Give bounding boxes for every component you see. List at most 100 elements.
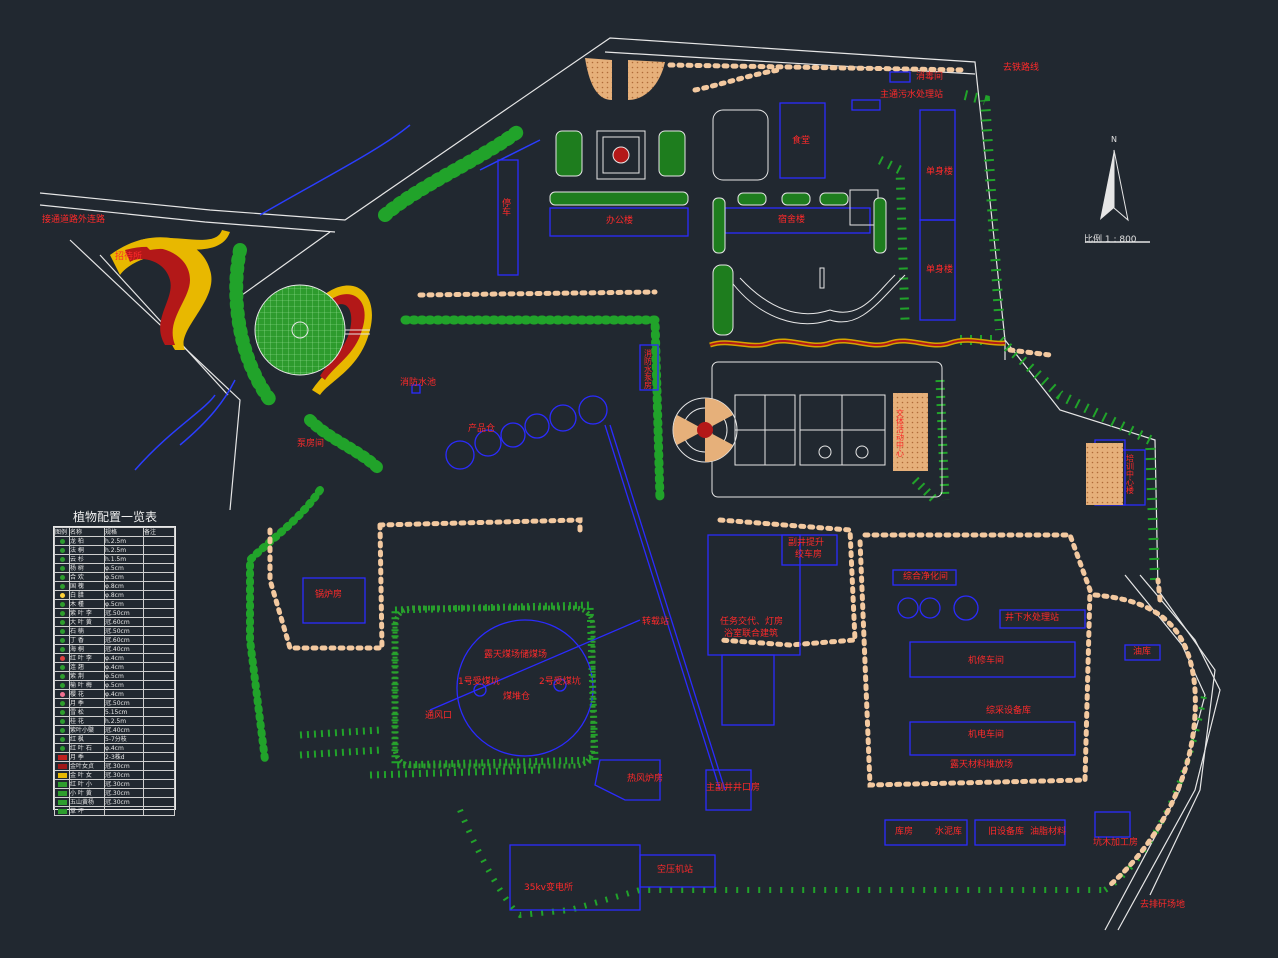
legend-plant-note	[143, 617, 175, 627]
legend-plant-name: 五山黄杨	[69, 797, 105, 807]
fountain-segments	[673, 398, 733, 462]
legend-plant-note	[143, 536, 175, 546]
legend-swatch-icon	[59, 673, 65, 679]
legend-swatch-icon	[59, 655, 65, 661]
legend-swatch-icon	[59, 646, 65, 652]
legend-swatch-icon	[59, 592, 65, 598]
building-repair-shop-2	[909, 721, 1076, 756]
legend-plant-name: 榆 叶 梅	[69, 680, 105, 690]
legend-symbol	[54, 770, 70, 780]
legend-plant-name: 石 楠	[69, 626, 105, 636]
legend-plant-name: 金 叶 女	[69, 770, 105, 780]
legend-symbol	[54, 671, 70, 681]
legend-swatch-icon	[59, 583, 65, 589]
legend-row: 紫 叶 李冠.50cm	[54, 608, 175, 618]
legend-plant-name: 樱 花	[69, 689, 105, 699]
legend-symbol	[54, 590, 70, 600]
legend-plant-name: 杨 树	[69, 563, 105, 573]
legend-plant-spec: 冠.30cm	[104, 788, 144, 798]
legend-plant-spec: φ.4cm	[104, 662, 144, 672]
label-air-vent: 通风口	[425, 711, 453, 721]
legend-row: 大 叶 黄冠.60cm	[54, 617, 175, 627]
label-entrance-road: 接通道路外连路	[42, 215, 106, 225]
building-heat-pump	[594, 759, 661, 801]
gym-building	[893, 393, 928, 471]
label-gym: 文体活动中心	[896, 409, 904, 458]
legend-header-spec: 规格	[104, 527, 144, 537]
legend-swatch-icon	[59, 745, 65, 751]
legend-plant-name: 金叶女贞	[69, 761, 105, 771]
legend-plant-spec: φ.4cm	[104, 743, 144, 753]
legend-plant-name: 国 槐	[69, 581, 105, 591]
label-single-dorm-2: 单身楼	[926, 265, 954, 275]
building-task-office	[707, 534, 801, 656]
legend-plant-name: 草 坪	[69, 806, 105, 816]
building-mine-mgmt	[781, 534, 838, 566]
legend-plant-note	[143, 689, 175, 699]
legend-symbol	[54, 716, 70, 726]
legend-plant-name: 合 欢	[69, 572, 105, 582]
legend-symbol	[54, 617, 70, 627]
label-pump-house: 消防水泵房	[644, 349, 652, 390]
legend-symbol	[54, 779, 70, 789]
legend-row: 海 桐冠.40cm	[54, 644, 175, 654]
building-underground-water	[999, 609, 1086, 629]
legend-plant-note	[143, 662, 175, 672]
label-conveyor-2: 2号受煤坑	[539, 677, 581, 687]
legend-plant-note	[143, 590, 175, 600]
label-gas-station: 油库	[1133, 647, 1152, 657]
label-conveyor-1: 1号受煤坑	[458, 677, 500, 687]
legend-swatch-icon	[57, 772, 67, 778]
legend-row: 月 季冠.50cm	[54, 698, 175, 708]
label-product-pond: 产品仓	[468, 424, 496, 434]
legend-row: 红 叶 小冠.30cm	[54, 779, 175, 789]
legend-row: 金 叶 女冠.30cm	[54, 770, 175, 780]
legend-plant-spec: h.2.5m	[104, 545, 144, 555]
legend-plant-spec: φ.5cm	[104, 680, 144, 690]
legend-symbol	[54, 662, 70, 672]
legend-swatch-icon	[57, 790, 67, 796]
legend-symbol	[54, 599, 70, 609]
legend-plant-spec: h.2.5m	[104, 716, 144, 726]
legend-plant-name: 红 枫	[69, 734, 105, 744]
legend-swatch-icon	[59, 547, 65, 553]
legend-row: 五山黄杨冠.30cm	[54, 797, 175, 807]
label-coal-pile: 煤堆仓	[503, 692, 531, 702]
legend-plant-name: 连 翘	[69, 662, 105, 672]
legend-plant-spec	[104, 806, 144, 816]
legend-swatch-icon	[59, 700, 65, 706]
legend-symbol	[54, 644, 70, 654]
legend-symbol	[54, 554, 70, 564]
legend-plant-name: 桂 花	[69, 716, 105, 726]
legend-plant-note	[143, 725, 175, 735]
label-equipment: 综采设备库	[986, 706, 1032, 716]
label-task-office-2: 浴室联合建筑	[724, 629, 779, 639]
legend-row: 草 坪	[54, 806, 175, 816]
building-oil	[1124, 644, 1161, 661]
legend-plant-spec: 2-3株d	[104, 752, 144, 762]
legend-plant-spec: φ.8cm	[104, 581, 144, 591]
legend-title: 植物配置一览表	[73, 510, 158, 524]
legend-plant-note	[143, 797, 175, 807]
legend-swatch-icon	[57, 808, 67, 814]
legend-plant-spec: 冠.50cm	[104, 608, 144, 618]
legend-symbol	[54, 536, 70, 546]
legend-plant-name: 月 季	[69, 698, 105, 708]
label-training: 培训中心楼	[1126, 454, 1134, 495]
legend-swatch-icon	[59, 574, 65, 580]
legend-plant-note	[143, 770, 175, 780]
legend-swatch-icon	[59, 637, 65, 643]
legend-plant-name: 木 槿	[69, 599, 105, 609]
legend-swatch-icon	[59, 718, 65, 724]
legend-plant-name: 紫 荆	[69, 671, 105, 681]
